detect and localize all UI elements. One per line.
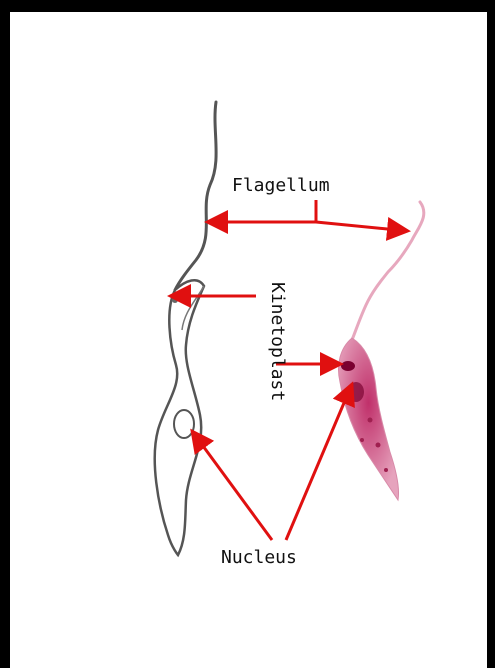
stained-trypanosome (339, 202, 424, 500)
kinetoplast-label: Kinetoplast (268, 282, 286, 401)
flagellum-line (175, 102, 216, 290)
stained-kinetoplast (341, 361, 355, 371)
flagellum-label: Flagellum (232, 177, 330, 195)
nucleus-arrow-right (286, 384, 352, 540)
stain-granule (368, 418, 373, 423)
stained-flagellum (352, 202, 424, 340)
flagellum-arrow-right (316, 222, 408, 231)
stain-granule (376, 443, 381, 448)
stain-granule (384, 468, 388, 472)
trypanosome-drawing (155, 102, 216, 555)
stain-granule (360, 438, 364, 442)
nucleus-arrow-left (192, 431, 272, 540)
kinetoplast-dot (172, 297, 178, 303)
nucleus-shape (174, 410, 194, 438)
nucleus-label: Nucleus (221, 549, 297, 567)
